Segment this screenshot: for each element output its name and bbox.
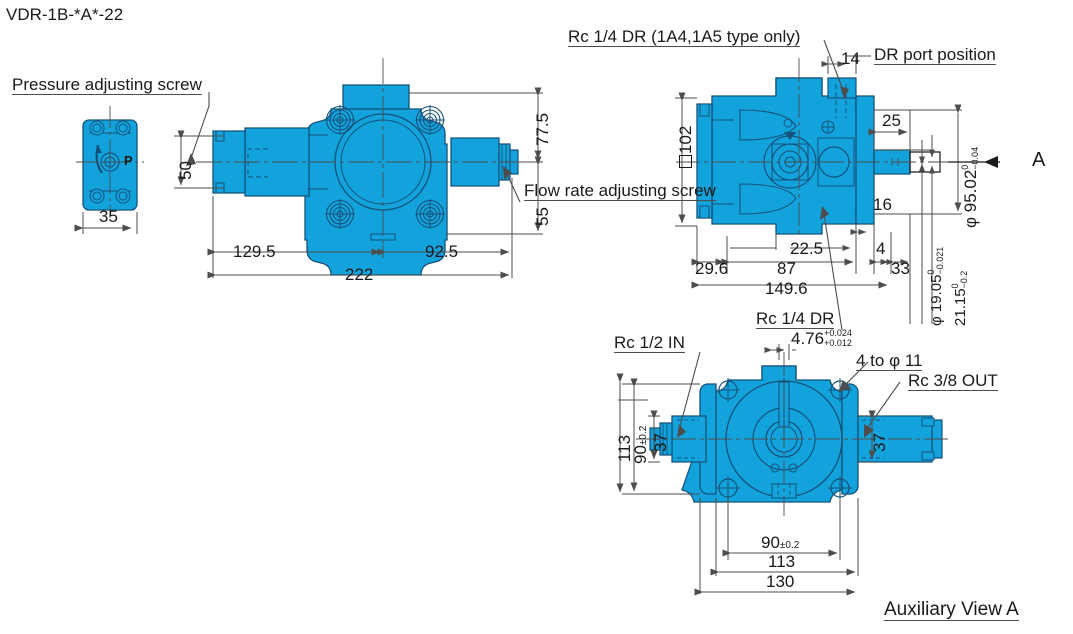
dim-102-square: 102 xyxy=(676,126,695,168)
dim-4: 4 xyxy=(876,239,886,258)
dim-14: 14 xyxy=(841,49,860,68)
callout-rc-three-eighths-out: Rc 3/8 OUT xyxy=(908,371,998,391)
dim-129-5: 129.5 xyxy=(233,242,276,261)
dim-22-5: 22.5 xyxy=(790,239,824,258)
callout-flow-rate-adjusting-screw: Flow rate adjusting screw xyxy=(524,181,716,201)
dim-90-bottom: 90±0.2 xyxy=(761,533,800,552)
section-arrow-label-a: A xyxy=(1032,149,1046,171)
square-symbol xyxy=(679,155,692,168)
dim-25: 25 xyxy=(882,111,901,130)
dim-29-6: 29.6 xyxy=(695,259,729,278)
dim-4-76: 4.76+0.024+0.012 xyxy=(791,328,852,348)
dim-92-5: 92.5 xyxy=(425,242,459,261)
dim-50: 50 xyxy=(176,161,195,180)
callout-rc-half-in: Rc 1/2 IN xyxy=(614,333,685,353)
dim-113-bottom: 113 xyxy=(768,552,796,571)
dim-90-left: 90±0.2 xyxy=(631,425,650,464)
dim-149-6: 149.6 xyxy=(765,279,808,298)
callout-pressure-adjusting-screw: Pressure adjusting screw xyxy=(12,75,202,95)
dim-37-right: 37 xyxy=(870,433,889,452)
dim-16: 16 xyxy=(873,195,892,214)
dim-37-left: 37 xyxy=(651,433,670,452)
port-label-p: P xyxy=(124,153,133,168)
dim-35: 35 xyxy=(99,207,118,226)
callout-rc-quarter-dr-type-note: Rc 1/4 DR (1A4,1A5 type only) xyxy=(568,27,801,47)
callout-rc-quarter-dr-side: Rc 1/4 DR xyxy=(756,309,835,329)
dim-55: 55 xyxy=(533,207,552,226)
page-title: VDR-1B-*A*-22 xyxy=(6,5,124,24)
dim-33: 33 xyxy=(891,259,910,278)
dim-87: 87 xyxy=(777,259,796,278)
dim-77-5: 77.5 xyxy=(533,112,552,146)
dim-222: 222 xyxy=(345,265,374,284)
auxiliary-view-title: Auxiliary View A xyxy=(884,599,1019,621)
callout-dr-port-position: DR port position xyxy=(874,45,996,65)
dim-130-bottom: 130 xyxy=(766,572,795,591)
callout-four-to-phi-11: 4 to φ 11 xyxy=(856,351,923,371)
